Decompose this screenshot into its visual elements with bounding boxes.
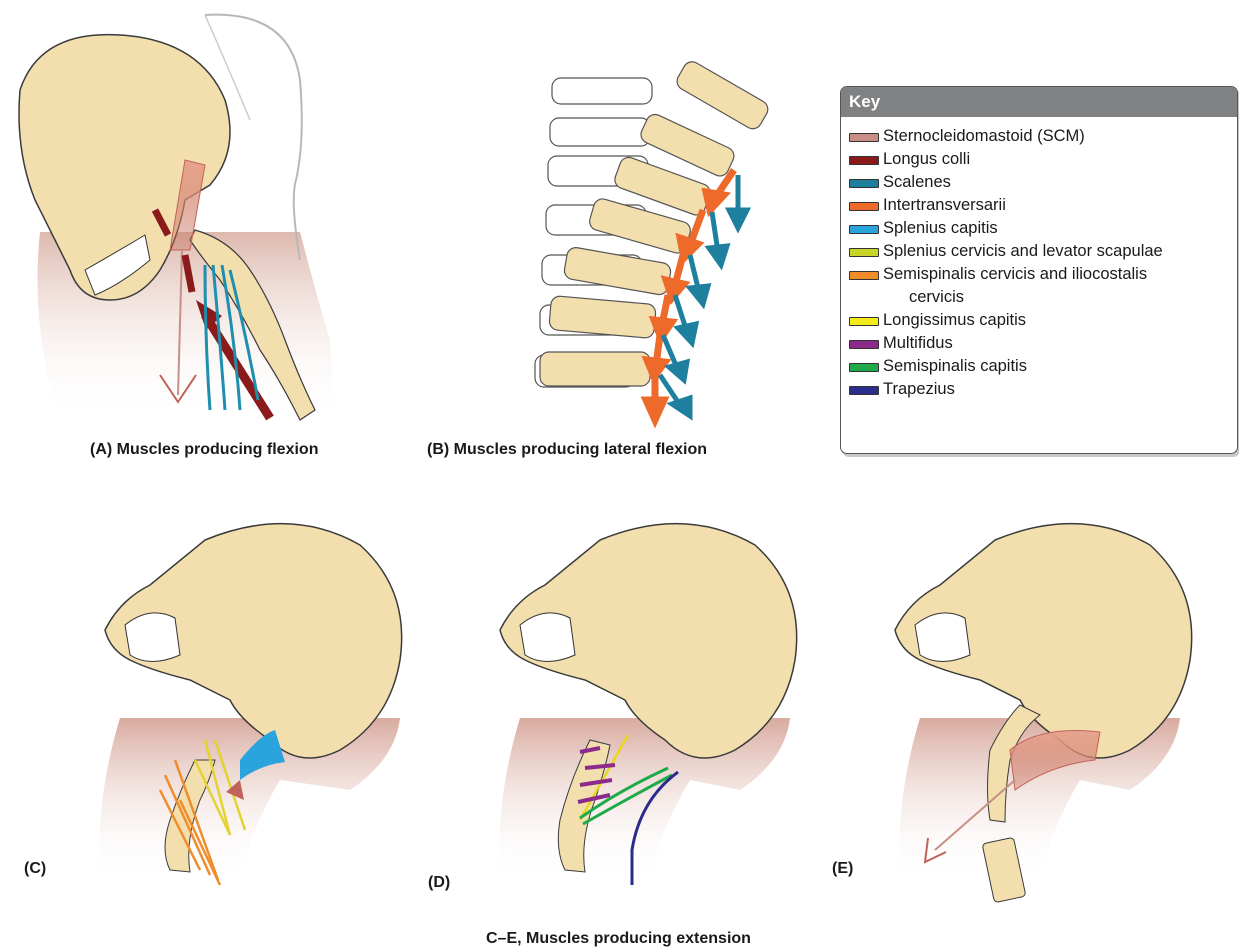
swatch-trapezius xyxy=(849,386,879,395)
legend-item-trapezius: Trapezius xyxy=(849,378,1237,401)
panel-e-extension xyxy=(895,524,1192,903)
legend-item-splenius-cervicis: Splenius cervicis and levator scapulae xyxy=(849,240,1237,263)
swatch-splenius-capitis xyxy=(849,225,879,234)
legend-label: Intertransversarii xyxy=(883,194,1233,217)
legend-label: Sternocleidomastoid (SCM) xyxy=(883,125,1233,148)
swatch-scalenes xyxy=(849,179,879,188)
swatch-scm xyxy=(849,133,879,142)
legend-label-line1: Semispinalis cervicis and iliocostalis xyxy=(883,265,1147,283)
panel-d-extension xyxy=(499,524,797,885)
legend-item-longissimus-capitis: Longissimus capitis xyxy=(849,309,1237,332)
legend-item-splenius-capitis: Splenius capitis xyxy=(849,217,1237,240)
legend-item-semispinalis-cervicis: Semispinalis cervicis and iliocostalis c… xyxy=(849,263,1237,309)
legend-label: Longissimus capitis xyxy=(883,309,1233,332)
swatch-intertransversarii xyxy=(849,202,879,211)
swatch-multifidus xyxy=(849,340,879,349)
swatch-semispinalis-capitis xyxy=(849,363,879,372)
panel-a-flexion xyxy=(19,15,335,420)
swatch-longissimus-capitis xyxy=(849,317,879,326)
legend-key: Key Sternocleidomastoid (SCM) Longus col… xyxy=(840,86,1238,454)
legend-label: Splenius cervicis and levator scapulae xyxy=(883,240,1233,263)
swatch-longus-colli xyxy=(849,156,879,165)
legend-item-intertransversarii: Intertransversarii xyxy=(849,194,1237,217)
legend-label: Trapezius xyxy=(883,378,1233,401)
legend-label: Splenius capitis xyxy=(883,217,1233,240)
legend-label: Scalenes xyxy=(883,171,1233,194)
legend-list: Sternocleidomastoid (SCM) Longus colli S… xyxy=(841,117,1237,401)
legend-item-scalenes: Scalenes xyxy=(849,171,1237,194)
legend-label: Longus colli xyxy=(883,148,1233,171)
swatch-semispinalis-cervicis xyxy=(849,271,879,280)
panel-b-lateral-flexion xyxy=(535,59,771,420)
legend-label: Semispinalis cervicis and iliocostalis c… xyxy=(883,263,1233,309)
panel-label-d: (D) xyxy=(428,874,450,892)
caption-panel-b: (B) Muscles producing lateral flexion xyxy=(427,441,707,459)
swatch-splenius-cervicis xyxy=(849,248,879,257)
legend-label: Semispinalis capitis xyxy=(883,355,1233,378)
legend-item-scm: Sternocleidomastoid (SCM) xyxy=(849,125,1237,148)
legend-item-semispinalis-capitis: Semispinalis capitis xyxy=(849,355,1237,378)
caption-panel-a: (A) Muscles producing flexion xyxy=(90,441,318,459)
panel-label-c: (C) xyxy=(24,860,46,878)
legend-title: Key xyxy=(841,87,1237,117)
panel-c-extension xyxy=(99,524,402,885)
panel-label-e: (E) xyxy=(832,860,853,878)
legend-label-line2: cervicis xyxy=(883,286,1233,309)
legend-item-multifidus: Multifidus xyxy=(849,332,1237,355)
caption-panels-c-e: C–E, Muscles producing extension xyxy=(486,930,751,948)
legend-label: Multifidus xyxy=(883,332,1233,355)
legend-item-longus-colli: Longus colli xyxy=(849,148,1237,171)
